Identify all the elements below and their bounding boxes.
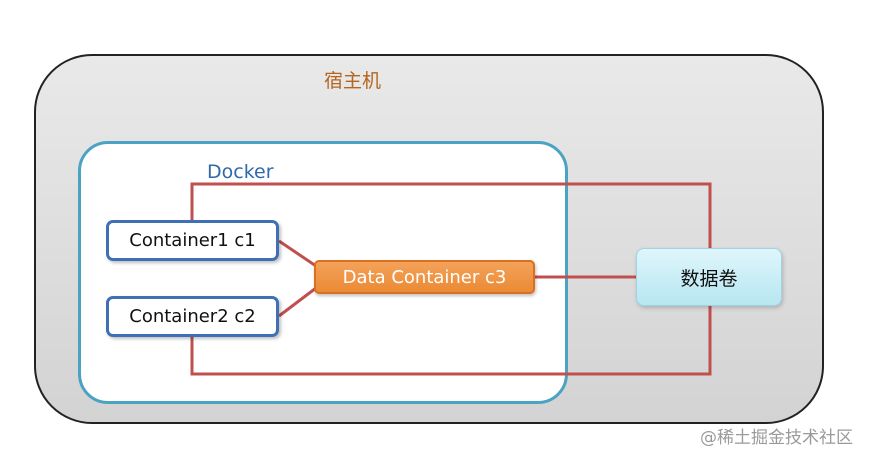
link-c2-c3	[278, 286, 317, 318]
container2-box: Container2 c2	[106, 296, 279, 337]
volume-link-bottom	[190, 306, 712, 376]
watermark: @稀土掘金技术社区	[700, 428, 853, 448]
data-volume-box: 数据卷	[636, 248, 782, 306]
data-container-box: Data Container c3	[314, 260, 535, 294]
host-machine-label: 宿主机	[324, 70, 382, 92]
volume-link-top	[190, 182, 712, 248]
link-c1-c3	[278, 239, 317, 268]
container1-box: Container1 c1	[106, 220, 279, 261]
docker-label: Docker	[207, 161, 274, 183]
